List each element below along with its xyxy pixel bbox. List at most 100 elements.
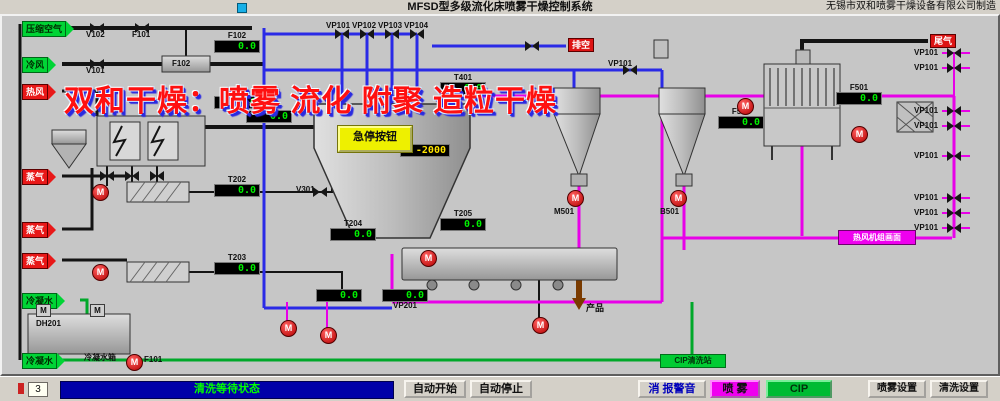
bottom-bar: 3 清洗等待状态 自动开始 自动停止 消 报警音 喷 雾 CIP 喷雾设置 清洗… <box>0 376 1000 401</box>
tag-dh201: DH201 <box>36 319 61 328</box>
mixer-2[interactable]: M <box>90 304 105 317</box>
bag-filter <box>763 49 841 160</box>
tailgas-tag: 尾气 <box>930 34 957 48</box>
arrow-icon <box>66 21 75 37</box>
dust-collector <box>51 129 87 169</box>
inlet-steam-1: 蒸气 <box>22 169 57 185</box>
pipes-magenta <box>286 52 970 332</box>
auto-start-button[interactable]: 自动开始 <box>404 380 466 398</box>
clean-settings-button[interactable]: 清洗设置 <box>930 380 988 398</box>
tag-f102-vessel: F102 <box>172 59 191 68</box>
diagram-area: 压缩空气 冷风 热风 蒸气 蒸气 蒸气 冷凝水 冷凝水 排空 尾气 产品 F10… <box>0 14 1000 376</box>
piping-layer <box>18 23 970 362</box>
cyclone-1 <box>553 87 601 187</box>
pump-cyclone-1[interactable]: M <box>567 190 584 207</box>
pump-hx1[interactable]: M <box>92 184 109 201</box>
status-bar: 清洗等待状态 <box>60 381 394 399</box>
alarm-tick <box>18 383 24 394</box>
product-tag: 产品 <box>586 303 605 313</box>
inlet-compressed-air: 压缩空气 <box>22 21 75 37</box>
pump-feed-1[interactable]: M <box>280 320 297 337</box>
heat-exchanger-2 <box>126 261 190 283</box>
arrow-icon <box>48 253 57 269</box>
spray-button[interactable]: 喷 雾 <box>710 380 760 398</box>
arrow-icon <box>48 84 57 100</box>
tag-vp103: VP103 <box>378 21 403 30</box>
filter-heater-cluster <box>96 115 206 167</box>
damper <box>653 39 669 59</box>
tag-vp101: VP101 <box>326 21 351 30</box>
counter-box: 3 <box>28 382 48 397</box>
inlet-hot-air: 热风 <box>22 84 57 100</box>
display-aux: 0.0 <box>316 281 362 302</box>
pump-feed-2[interactable]: M <box>320 327 337 344</box>
tag-m501: M501 <box>554 207 575 216</box>
heat-exchanger-1 <box>126 181 190 203</box>
product-arrow <box>572 278 586 310</box>
tag-f101: F101 <box>132 30 151 39</box>
valve-exhaust[interactable] <box>525 41 539 51</box>
arrow-icon <box>57 353 66 369</box>
mute-alarm-button[interactable]: 消 报警音 <box>638 380 706 398</box>
pump-chamber-rotary[interactable]: M <box>420 250 437 267</box>
tag-v301: V301 <box>296 185 315 194</box>
title-bar: MFSD型多级流化床喷雾干燥控制系统 无锡市双和喷雾干燥设备有限公司制造 <box>0 0 1000 15</box>
inlet-condensate-2: 冷凝水 <box>22 353 66 369</box>
arrow-icon <box>48 57 57 73</box>
valve-v301[interactable] <box>313 187 327 197</box>
spray-settings-button[interactable]: 喷雾设置 <box>868 380 926 398</box>
app-icon <box>237 3 247 13</box>
pump-f501[interactable]: M <box>851 126 868 143</box>
tag-v102: V102 <box>86 30 105 39</box>
fluid-bed <box>401 247 618 291</box>
pipes-green <box>58 298 702 362</box>
arrow-icon <box>48 169 57 185</box>
page-title: MFSD型多级流化床喷雾干燥控制系统 <box>407 1 593 13</box>
tag-b501: B501 <box>660 207 680 216</box>
tag-v101: V101 <box>86 66 105 75</box>
louver-box <box>896 101 934 133</box>
arrow-icon <box>57 293 66 309</box>
nav-cip-station[interactable]: CIP清洗站 <box>660 354 726 368</box>
pump-bed-discharge[interactable]: M <box>532 317 549 334</box>
pump-hx2[interactable]: M <box>92 264 109 281</box>
tag-right-vp101-7: VP101 <box>914 208 939 217</box>
tag-vp104: VP104 <box>404 21 429 30</box>
tag-right-vp101-1: VP101 <box>914 48 939 57</box>
pump-condensate[interactable]: M <box>126 354 143 371</box>
tag-vp102: VP102 <box>352 21 377 30</box>
display-chamber-pressure: -2000 <box>400 144 450 157</box>
company-name: 无锡市双和喷雾干燥设备有限公司制造 <box>826 1 996 12</box>
nav-hot-air-screen[interactable]: 热风机组画面 <box>838 230 916 245</box>
tag-f101-pump: F101 <box>144 355 163 364</box>
exhaust-tag: 排空 <box>568 38 595 52</box>
arrow-icon <box>48 222 57 238</box>
vessel-f102 <box>161 55 211 73</box>
pump-cyclone-2[interactable]: M <box>670 190 687 207</box>
tag-condensate-tank: 冷凝水箱 <box>84 353 116 362</box>
inlet-cold-air: 冷风 <box>22 57 57 73</box>
cyclone-2 <box>658 87 706 187</box>
cip-button[interactable]: CIP <box>766 380 832 398</box>
condensate-tank <box>27 313 131 355</box>
emergency-stop-button[interactable]: 急停按钮 <box>338 126 412 152</box>
inlet-steam-3: 蒸气 <box>22 253 57 269</box>
tag-right-vp101-4: VP101 <box>914 121 939 130</box>
tag-right-vp101-8: VP101 <box>914 223 939 232</box>
tag-right-vp101-5: VP101 <box>914 151 939 160</box>
auto-stop-button[interactable]: 自动停止 <box>470 380 532 398</box>
tag-right-vp101-6: VP101 <box>914 193 939 202</box>
inlet-steam-2: 蒸气 <box>22 222 57 238</box>
pump-f502[interactable]: M <box>737 98 754 115</box>
mixer-1[interactable]: M <box>36 304 51 317</box>
tag-vp101-mid: VP101 <box>608 59 633 68</box>
